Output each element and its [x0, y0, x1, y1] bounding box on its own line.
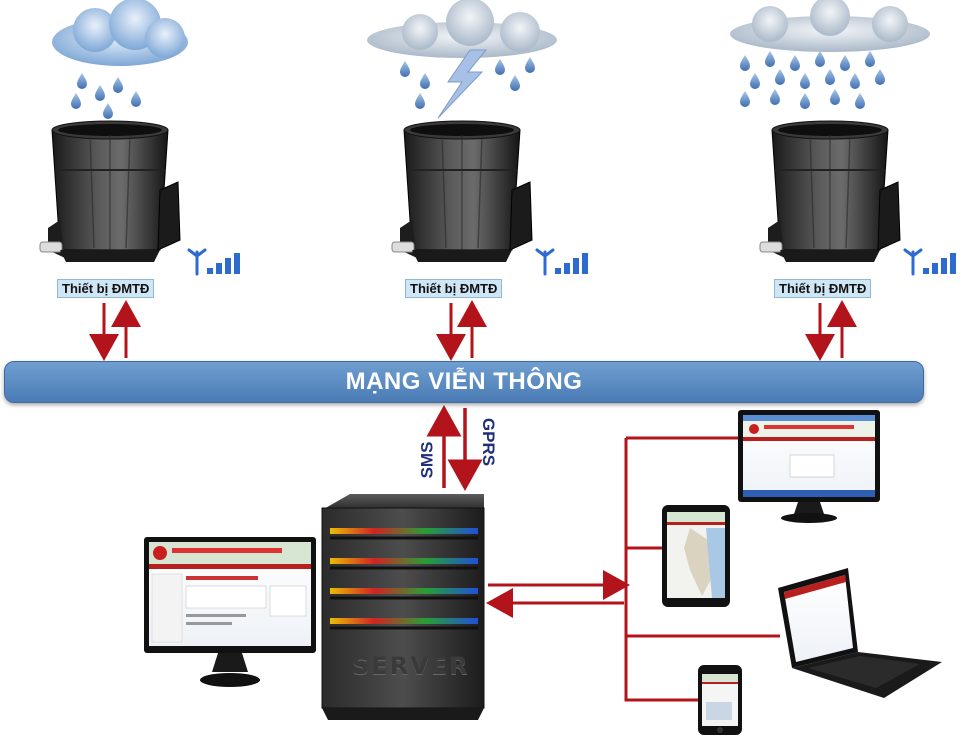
- laptop: [778, 568, 942, 698]
- sms-label: SMS: [417, 441, 437, 479]
- network-label: MẠNG VIỄN THÔNG: [345, 368, 583, 395]
- desktop-monitor-right: [738, 410, 880, 523]
- device-network-arrows: [89, 300, 857, 361]
- server-client-links: [486, 436, 780, 702]
- device-label-3: Thiết bị ĐMTĐ: [774, 279, 872, 298]
- device-label-2: Thiết bị ĐMTĐ: [405, 279, 503, 298]
- tablet: [662, 505, 730, 607]
- signal-icon: [903, 248, 958, 276]
- signal-icon: [187, 248, 242, 276]
- rain-gauge-2: [391, 120, 533, 263]
- heavy-rain-cloud-icon: [730, 0, 930, 109]
- rain-cloud-icon: [52, 0, 188, 119]
- server-tower: [321, 494, 485, 720]
- rain-gauge-1: [39, 120, 181, 263]
- desktop-monitor-left: [144, 537, 316, 687]
- rain-gauge-3: [759, 120, 901, 263]
- gprs-label: GPRS: [479, 417, 499, 467]
- smartphone: [698, 665, 742, 735]
- server-label: SERVER: [352, 652, 470, 680]
- telecom-network-bar: MẠNG VIỄN THÔNG: [4, 361, 924, 403]
- device-label-1: Thiết bị ĐMTĐ: [57, 279, 155, 298]
- network-server-arrows: [426, 405, 483, 491]
- storm-cloud-icon: [367, 0, 557, 119]
- signal-icon: [535, 248, 590, 276]
